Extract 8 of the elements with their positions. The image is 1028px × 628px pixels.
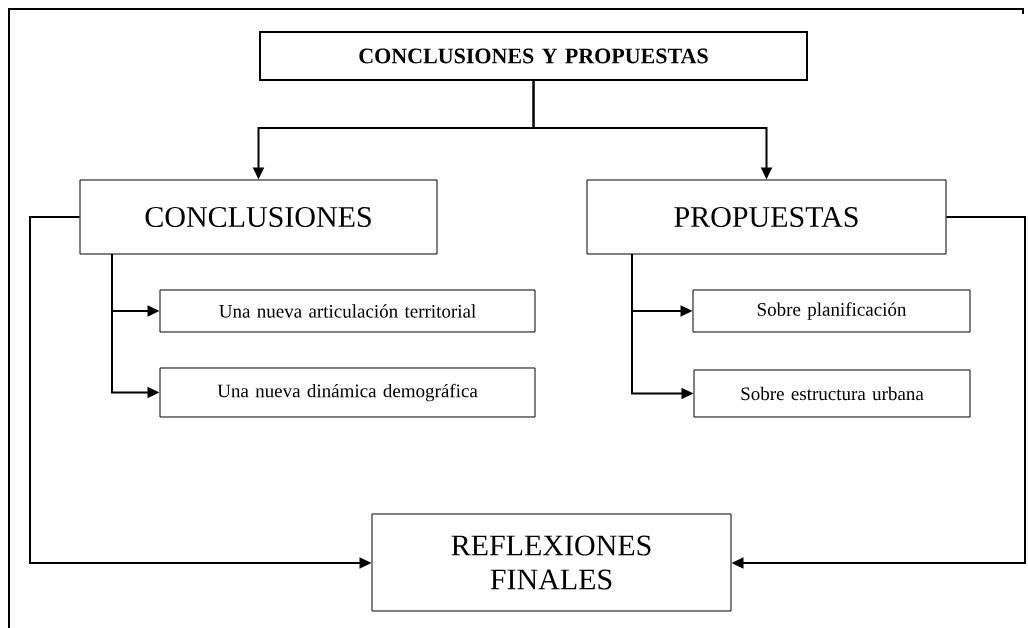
heading-box: CONCLUSIONES [79, 179, 438, 255]
item-box: Una nueva dinámica demográfica [159, 367, 536, 418]
item-box: Una nueva articulación territorial [159, 289, 536, 333]
heading-box: PROPUESTAS [586, 179, 947, 255]
title-box: CONCLUSIONES Y PROPUESTAS [259, 31, 808, 81]
item-box: Sobre planificación [692, 289, 971, 333]
final-box: REFLEXIONES FINALES [371, 513, 732, 612]
item-box: Sobre estructura urbana [693, 369, 971, 418]
